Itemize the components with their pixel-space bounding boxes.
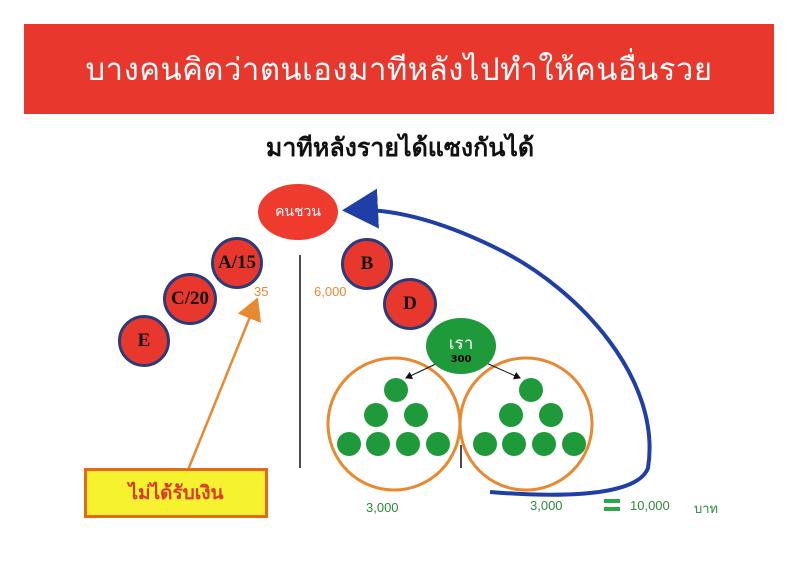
team-member [499,403,523,427]
title-banner: บางคนคิดว่าตนเองมาทีหลังไปทำให้คนอื่นรวย [24,24,774,114]
left-team-value: 3,000 [366,500,399,515]
node-c: C/20 [163,273,217,325]
team-member [384,378,408,402]
team-member [366,432,390,456]
team-member [539,403,563,427]
node-d-label: D [403,293,417,314]
total-value: 10,000 [630,498,670,513]
team-member [426,432,450,456]
currency-label: บาท [694,501,719,516]
recruiter-node: คนชวน [258,184,338,240]
node-a-label: A/15 [218,252,256,273]
we-node: เรา 300 [426,318,496,374]
node-d: D [383,278,437,330]
node-b: B [341,238,393,290]
right-team-members [473,378,586,456]
node-e: E [118,315,170,367]
node-e-label: E [137,330,151,351]
left-team-circle [326,356,462,492]
right-team-value: 3,000 [530,498,563,513]
no-payment-label: ไม่ได้รับเงิน [128,482,224,504]
we-value: 300 [450,354,472,365]
equals-sign [604,499,620,511]
node-c-label: C/20 [171,288,209,309]
team-member [404,403,428,427]
banner-title: บางคนคิดว่าตนเองมาทีหลังไปทำให้คนอื่นรวย [85,52,713,88]
team-member [364,403,388,427]
team-member [519,378,543,402]
team-member [562,432,586,456]
blue-arrow [342,188,652,497]
team-member [532,432,556,456]
we-to-right-arrow [483,361,521,380]
left-team-members [337,378,450,456]
team-member [473,432,497,456]
node-a: A/15 [211,237,263,289]
right-value: 6,000 [314,284,347,299]
recruiter-label: คนชวน [275,204,321,220]
left-value: 35 [254,284,269,299]
team-member [502,432,526,456]
team-member [396,432,420,456]
team-member [337,432,361,456]
we-label: เรา [448,334,474,354]
no-payment-callout: ไม่ได้รับเงิน [84,468,268,518]
node-b-label: B [360,253,374,274]
subtitle: มาทีหลังรายได้แซงกันได้ [265,133,535,162]
orange-arrow [186,297,262,471]
right-team-circle [458,356,594,492]
